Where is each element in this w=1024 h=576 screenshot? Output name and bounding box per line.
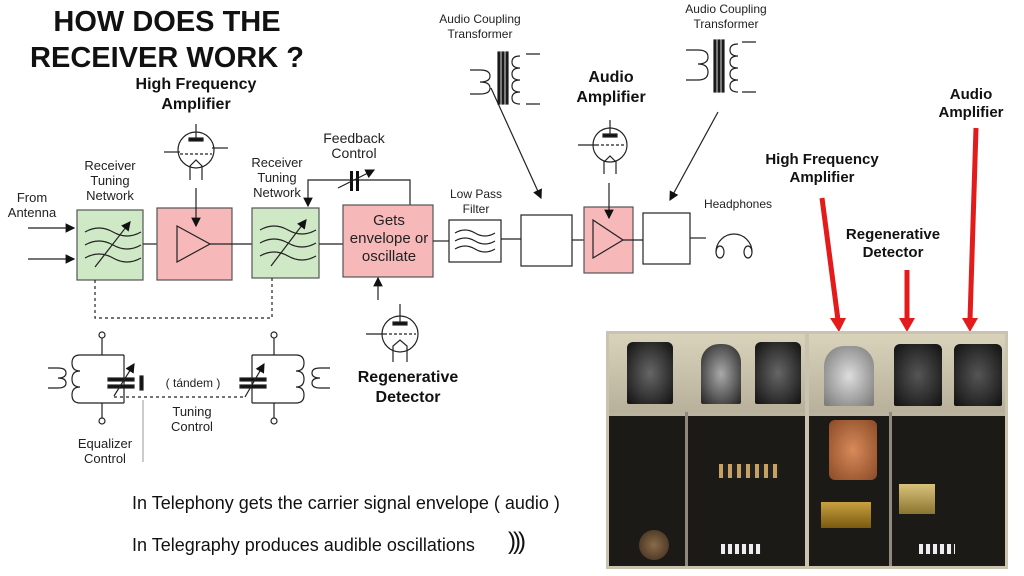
telephony-note: In Telephony gets the carrier signal env… xyxy=(132,493,560,513)
lc-tank-right-icon xyxy=(239,331,330,425)
receiver-photo xyxy=(606,331,1008,569)
audio-coupling-2-label: Audio Coupling Transformer xyxy=(685,2,767,31)
tube-icon xyxy=(755,342,801,404)
low-pass-filter-block xyxy=(448,219,502,263)
tube-icon xyxy=(824,346,874,406)
photo-audio-amplifier-label: Audio Amplifier xyxy=(938,86,1004,121)
headphones-icon xyxy=(715,233,753,253)
detector-block-label: Gets envelope or oscillate xyxy=(349,212,429,265)
audio-amplifier-label: Audio Amplifier xyxy=(576,69,646,106)
equalizer-control-label: Equalizer Control xyxy=(77,436,133,466)
red-arrow-audio-amplifier xyxy=(967,127,979,321)
coil-icon xyxy=(829,420,877,480)
photo-hf-amplifier-label: High Frequency Amplifier xyxy=(765,151,879,186)
photo-regenerative-detector-label: Regenerative Detector xyxy=(845,226,941,261)
audio-coupling-1-label: Audio Coupling Transformer xyxy=(439,12,521,41)
tuning-network-2-label: Receiver Tuning Network xyxy=(251,155,303,200)
tube-icon xyxy=(701,344,741,404)
transformer-2-icon xyxy=(686,39,756,93)
hf-amplifier-label: High Frequency Amplifier xyxy=(135,76,257,113)
coupling-transformer-1-block xyxy=(520,214,573,267)
tube-icon xyxy=(627,342,673,404)
tandem-label: ( tándem ) xyxy=(165,376,221,390)
detector-block xyxy=(342,204,434,278)
regenerative-detector-label: Regenerative Detector xyxy=(357,369,459,406)
transformer-1-icon xyxy=(470,51,540,105)
page-title: HOW DOES THE RECEIVER WORK ? xyxy=(30,6,304,74)
coupling-transformer-2-block xyxy=(642,212,691,265)
tuning-network-1-label: Receiver Tuning Network xyxy=(84,158,136,203)
tuning-network-2-block xyxy=(251,207,320,279)
red-arrow-hf-amplifier xyxy=(819,197,841,321)
telegraphy-note: In Telegraphy produces audible oscillati… xyxy=(132,535,475,555)
lc-tank-left-icon xyxy=(48,331,144,425)
feedback-control-label: Feedback Control xyxy=(323,130,385,161)
low-pass-filter-label: Low Pass Filter xyxy=(449,187,503,216)
from-antenna-label: From Antenna xyxy=(7,190,57,220)
headphones-label: Headphones xyxy=(703,197,773,211)
tuning-control-label: Tuning Control xyxy=(171,404,213,434)
sound-waves-icon: ))) xyxy=(508,528,526,555)
tube-icon xyxy=(954,344,1002,406)
tube-icon xyxy=(894,344,942,406)
tuning-network-1-block xyxy=(76,209,144,281)
